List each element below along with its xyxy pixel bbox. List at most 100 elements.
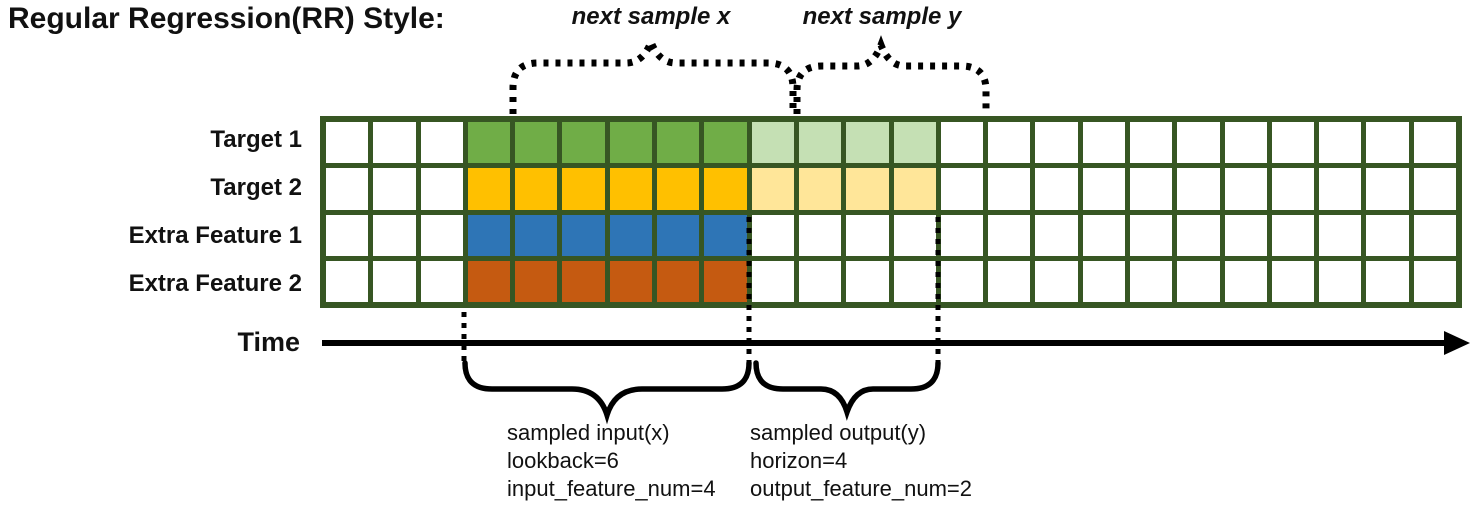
grid-cell: [1082, 214, 1125, 256]
grid-cell: [1413, 260, 1456, 302]
grid-cell: [467, 260, 511, 302]
grid-cell: [1082, 260, 1125, 302]
grid-cell: [562, 122, 605, 164]
grid-cell: [609, 260, 653, 302]
grid-cell: [1224, 260, 1267, 302]
grid-cell: [988, 122, 1031, 164]
grid-cell: [1271, 122, 1315, 164]
grid-cell: [326, 122, 369, 164]
sampled-output-line: sampled output(y): [750, 420, 927, 445]
grid-cell: [609, 214, 653, 256]
grid-cell: [940, 214, 984, 256]
grid-cell: [373, 214, 416, 256]
grid-cell: [1224, 168, 1267, 210]
grid-cell: [1224, 214, 1267, 256]
grid-cell: [609, 122, 653, 164]
grid-cell: [657, 122, 700, 164]
grid-cell: [1129, 122, 1173, 164]
grid-cell: [1035, 168, 1078, 210]
grid-cell: [420, 214, 463, 256]
grid-cell: [940, 168, 984, 210]
sampled-input-note: sampled input(x) lookback=6 input_featur…: [507, 419, 716, 503]
grid-cell: [562, 168, 605, 210]
time-axis-label: Time: [237, 327, 300, 357]
grid-cell: [657, 260, 700, 302]
grid-cell: [988, 214, 1031, 256]
grid-cell: [798, 214, 842, 256]
grid-cell: [562, 214, 605, 256]
next-sample-y-brace: [793, 35, 990, 114]
sampled-input-line: sampled input(x): [507, 420, 670, 445]
grid-cell: [1366, 214, 1409, 256]
grid-cell: [798, 168, 842, 210]
grid-cell: [940, 122, 984, 164]
input-feature-num-line: input_feature_num=4: [507, 476, 716, 501]
grid-cell: [1177, 260, 1220, 302]
grid-cell: [373, 122, 416, 164]
next-sample-x-brace: [509, 32, 797, 114]
grid-cell: [1319, 214, 1362, 256]
grid-cell: [704, 214, 747, 256]
grid-cell: [1413, 122, 1456, 164]
grid-cell: [326, 168, 369, 210]
grid-cell: [467, 122, 511, 164]
grid-cell: [751, 122, 794, 164]
grid-cell: [326, 260, 369, 302]
grid-cell: [1366, 168, 1409, 210]
grid-cell: [893, 168, 936, 210]
grid-cell: [515, 260, 558, 302]
grid-cell: [420, 260, 463, 302]
grid-cell: [1129, 168, 1173, 210]
row-label-target-1: Target 1: [210, 126, 302, 153]
grid-cell: [1319, 122, 1362, 164]
output-feature-num-line: output_feature_num=2: [750, 476, 973, 501]
grid-cell: [704, 122, 747, 164]
time-axis-arrowhead: [1444, 331, 1470, 355]
grid-cell: [562, 260, 605, 302]
sampled-output-note: sampled output(y) horizon=4 output_featu…: [750, 419, 972, 503]
grid-cell: [1271, 214, 1315, 256]
grid-cell: [940, 260, 984, 302]
grid-cell: [846, 122, 889, 164]
grid-cell: [1129, 260, 1173, 302]
horizon-line: horizon=4: [750, 448, 848, 473]
grid-cell: [846, 168, 889, 210]
grid-cell: [515, 214, 558, 256]
grid-cell: [420, 168, 463, 210]
grid-cell: [704, 260, 747, 302]
grid-cell: [751, 168, 794, 210]
grid-cell: [420, 122, 463, 164]
grid-cell: [515, 168, 558, 210]
grid-cell: [373, 168, 416, 210]
grid-cell: [1035, 122, 1078, 164]
row-label-extra-feature-2: Extra Feature 2: [128, 270, 302, 297]
grid-cell: [515, 122, 558, 164]
timeseries-grid: [320, 116, 1462, 308]
diagram-title: Regular Regression(RR) Style:: [8, 2, 445, 35]
grid-cell: [988, 260, 1031, 302]
grid-cell: [1319, 168, 1362, 210]
grid-cell: [846, 214, 889, 256]
grid-cell: [893, 214, 936, 256]
grid-cell: [1224, 122, 1267, 164]
lookback-line: lookback=6: [507, 448, 619, 473]
row-label-extra-feature-1: Extra Feature 1: [128, 222, 302, 249]
grid-cell: [1035, 260, 1078, 302]
grid-cell: [1177, 214, 1220, 256]
grid-cell: [893, 122, 936, 164]
grid-cell: [1366, 260, 1409, 302]
grid-cell: [1271, 260, 1315, 302]
row-label-target-2: Target 2: [210, 174, 302, 201]
grid-cell: [657, 214, 700, 256]
grid-cell: [467, 214, 511, 256]
next-sample-x-label: next sample x: [571, 3, 731, 30]
row-labels: Target 1 Target 2 Extra Feature 1 Extra Fea…: [0, 116, 310, 308]
grid-cell: [1413, 214, 1456, 256]
grid-cell: [893, 260, 936, 302]
grid-cell: [1177, 168, 1220, 210]
grid-cell: [1366, 122, 1409, 164]
grid-cell: [704, 168, 747, 210]
grid-cell: [1413, 168, 1456, 210]
grid-cell: [1129, 214, 1173, 256]
